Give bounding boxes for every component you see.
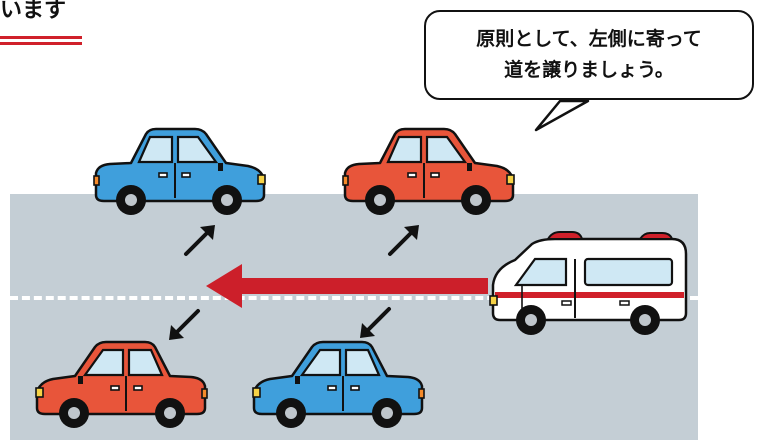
- car-blue-bottom-right: [251, 340, 426, 430]
- diagonal-arrow-icon: [184, 223, 217, 256]
- speech-line-2: 道を譲りましょう。: [504, 59, 674, 81]
- diagonal-arrow-icon: [358, 307, 391, 340]
- center-lane-marking: [10, 296, 698, 300]
- pass-direction-arrow-icon: [206, 264, 488, 308]
- car-red-top-right: [341, 127, 516, 217]
- car-red-bottom-left: [34, 340, 209, 430]
- car-blue-top-left: [92, 127, 267, 217]
- diagonal-arrow-icon: [388, 223, 421, 256]
- speech-line-1: 原則として、左側に寄って: [476, 28, 702, 50]
- page-heading: います: [0, 0, 67, 23]
- speech-bubble-tail: [534, 99, 590, 132]
- diagonal-arrow-icon: [167, 309, 200, 342]
- speech-bubble: 原則として、左側に寄って 道を譲りましょう。: [424, 10, 760, 106]
- heading-underline: [0, 36, 82, 46]
- speech-bubble-text: 原則として、左側に寄って 道を譲りましょう。: [424, 24, 754, 86]
- speech-bubble-box: [424, 10, 754, 100]
- ambulance: [489, 231, 688, 335]
